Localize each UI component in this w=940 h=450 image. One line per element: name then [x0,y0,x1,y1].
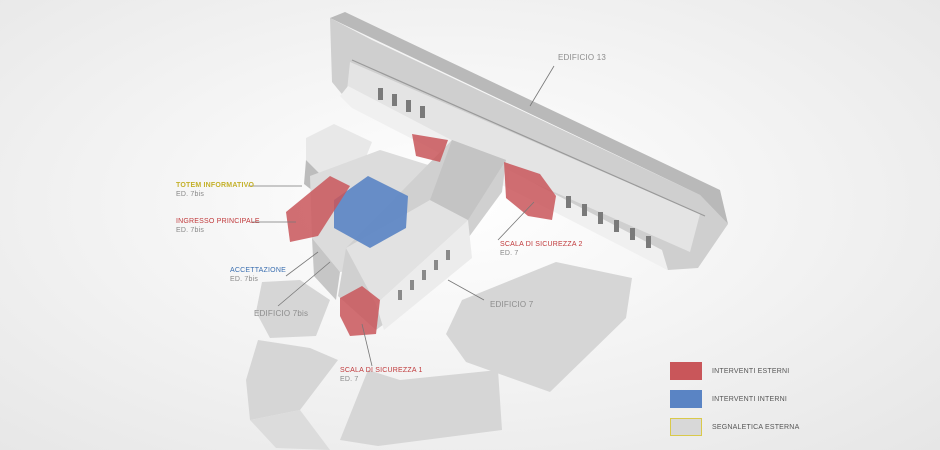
exterior-interventions [286,134,556,336]
legend-swatch-grey [670,418,702,436]
leader-lines [248,65,555,367]
legend-swatch-blue [670,390,702,408]
legend-label-segnaletica: SEGNALETICA ESTERNA [712,423,800,431]
ground-areas [246,262,632,450]
scala1-sub: ED. 7 [340,376,359,383]
scala2-title: SCALA DI SICUREZZA 2 [500,241,583,248]
edificio-7-label: EDIFICIO 7 [490,300,534,309]
scala2-sub: ED. 7 [500,250,519,257]
ingresso-callout: INGRESSO PRINCIPALE ED. 7bis [176,217,260,235]
interior-intervention-block [334,176,408,248]
edificio-7bis-label: EDIFICIO 7bis [254,309,309,318]
totem-title: TOTEM INFORMATIVO [176,182,255,189]
legend-item-interni: INTERVENTI INTERNI [670,390,787,408]
legend-item-esterni: INTERVENTI ESTERNI [670,362,789,380]
scala1-title: SCALA DI SICUREZZA 1 [340,367,423,374]
edificio-13-building [330,12,728,270]
edificio-7-building [338,140,506,330]
legend-label-interni: INTERVENTI INTERNI [712,395,788,403]
legend-item-segnaletica: SEGNALETICA ESTERNA [670,418,799,436]
accettazione-callout: ACCETTAZIONE ED. 7bis [230,266,286,284]
accettazione-title: ACCETTAZIONE [230,267,286,274]
edificio-13-label: EDIFICIO 13 [558,53,606,62]
accettazione-sub: ED. 7bis [230,276,259,283]
legend-label-esterni: INTERVENTI ESTERNI [712,367,790,375]
ingresso-title: INGRESSO PRINCIPALE [176,218,260,225]
totem-callout: TOTEM INFORMATIVO ED. 7bis [176,181,254,199]
scala1-callout: SCALA DI SICUREZZA 1 ED. 7 [340,366,423,384]
totem-sub: ED. 7bis [176,191,205,198]
ingresso-sub: ED. 7bis [176,227,205,234]
legend-swatch-red [670,362,702,380]
scala2-callout: SCALA DI SICUREZZA 2 ED. 7 [500,240,583,258]
